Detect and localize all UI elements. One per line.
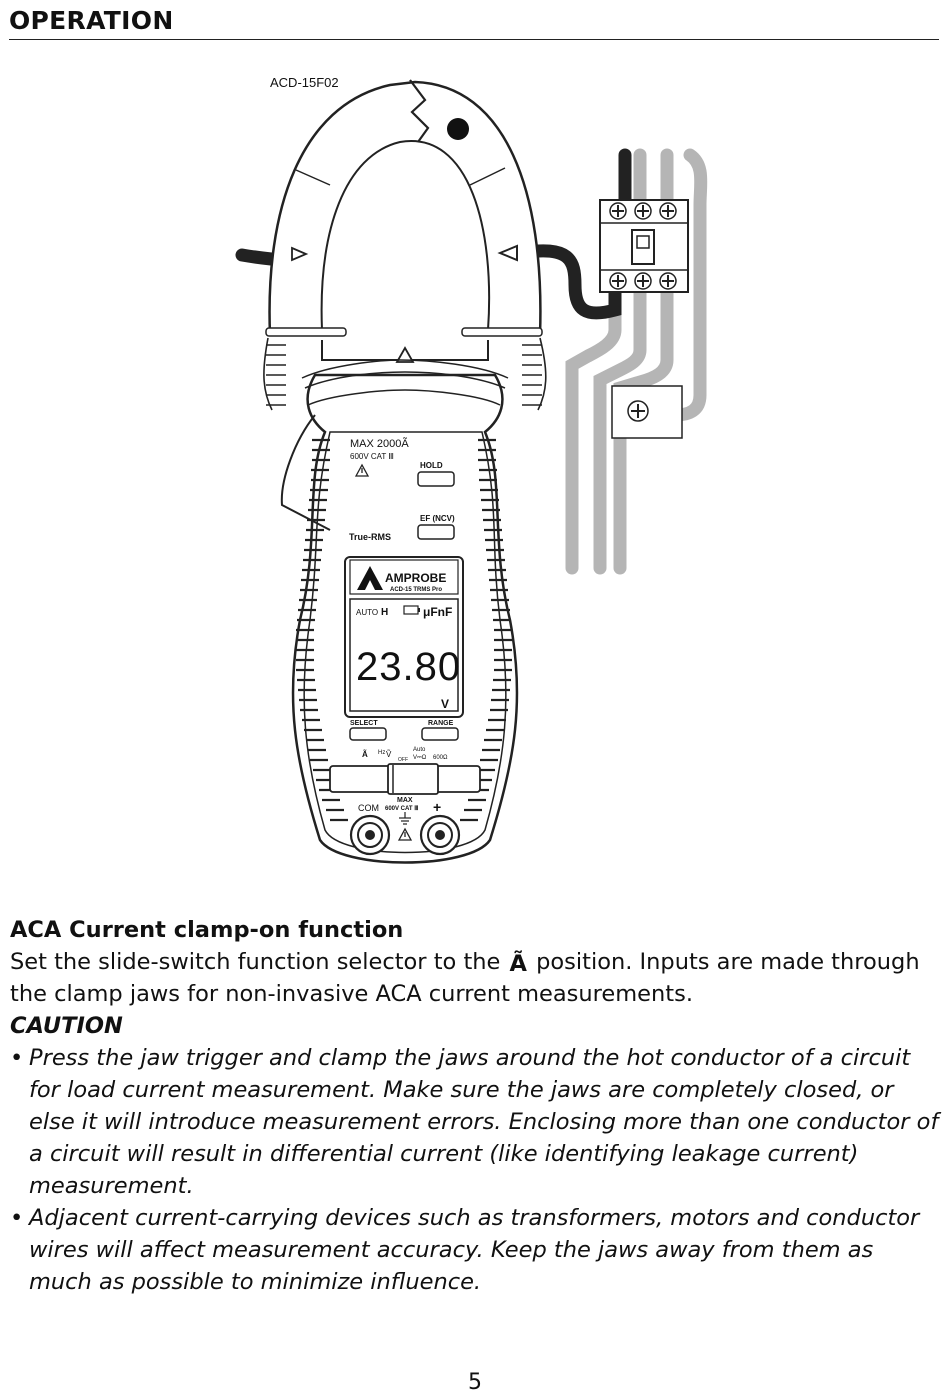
wiring bbox=[235, 148, 708, 575]
bullet-icon: • bbox=[10, 1205, 24, 1231]
switch-position-volts: Ṽ bbox=[386, 750, 392, 759]
true-rms-label: True-RMS bbox=[349, 532, 391, 542]
ef-ncv-button[interactable] bbox=[417, 524, 455, 540]
switch-position-ohm: 600Ω bbox=[433, 755, 448, 761]
clamp-jaw bbox=[263, 79, 547, 411]
lcd-auto-indicator: AUTO bbox=[356, 608, 378, 617]
instruction-text: ACA Current clamp-on function Set the sl… bbox=[10, 914, 940, 1298]
clamp-meter-figure: ACD-15F02 bbox=[0, 60, 950, 890]
hold-button[interactable] bbox=[417, 471, 455, 487]
select-label: SELECT bbox=[350, 720, 378, 727]
brand-name: AMPROBE bbox=[385, 571, 446, 585]
com-jack[interactable] bbox=[349, 814, 391, 856]
caution-item: •Adjacent current-carrying devices such … bbox=[10, 1202, 940, 1298]
caution-label: CAUTION bbox=[10, 1013, 123, 1039]
caution-item: •Press the jaw trigger and clamp the jaw… bbox=[10, 1042, 940, 1202]
positive-terminal-label: + bbox=[433, 799, 441, 815]
function-slide-knob[interactable] bbox=[387, 763, 439, 795]
battery-icon bbox=[403, 605, 420, 615]
intro-text-before: Set the slide-switch function selector t… bbox=[10, 949, 508, 975]
com-terminal-label: COM bbox=[358, 803, 379, 813]
intro-paragraph: Set the slide-switch function selector t… bbox=[10, 946, 940, 1010]
caution-item-text: Press the jaw trigger and clamp the jaws… bbox=[29, 1045, 939, 1199]
range-label: RANGE bbox=[428, 720, 454, 727]
lcd-unit: V bbox=[441, 697, 449, 711]
switch-position-amps: Ã bbox=[362, 750, 368, 759]
terminal-cat-label: 600V CAT Ⅲ bbox=[385, 805, 418, 812]
positive-jack[interactable] bbox=[419, 814, 461, 856]
lcd-unit-indicators: μFnF bbox=[423, 605, 452, 619]
page-number: 5 bbox=[468, 1370, 482, 1395]
caution-list: •Press the jaw trigger and clamp the jaw… bbox=[10, 1042, 940, 1298]
section-title: OPERATION bbox=[9, 6, 174, 35]
clamp-meter-illustration: ACD-15F02 bbox=[235, 75, 708, 864]
max-current-label: MAX 2000Ã bbox=[350, 437, 409, 450]
lcd-hold-indicator: H bbox=[381, 607, 388, 618]
hold-label: HOLD bbox=[420, 461, 443, 470]
switch-position-vohm: V⎓Ω bbox=[413, 755, 427, 761]
lcd-reading: 23.80 bbox=[356, 645, 461, 689]
figure-model-code: ACD-15F02 bbox=[270, 75, 339, 90]
intro-text-after: position. Inputs are made through the cl… bbox=[10, 949, 920, 1007]
ef-ncv-label: EF (NCV) bbox=[420, 514, 455, 523]
terminal-max-label: MAX bbox=[397, 797, 413, 804]
terminal-warning-icon bbox=[397, 827, 413, 841]
switch-position-hz: Hz bbox=[378, 750, 385, 756]
switch-position-auto: Auto bbox=[413, 747, 426, 753]
amprobe-logo-icon bbox=[357, 566, 383, 590]
warning-icon bbox=[354, 463, 370, 477]
cat-rating-label: 600V CAT Ⅲ bbox=[350, 452, 394, 461]
ac-amps-symbol: Ã bbox=[509, 951, 527, 977]
bullet-icon: • bbox=[10, 1045, 24, 1071]
select-button[interactable] bbox=[349, 727, 387, 741]
model-name: ACD-15 TRMS Pro bbox=[390, 587, 442, 593]
caution-item-text: Adjacent current-carrying devices such a… bbox=[29, 1205, 920, 1295]
lcd-screen bbox=[349, 598, 459, 712]
range-button[interactable] bbox=[421, 727, 459, 741]
switch-position-off: OFF bbox=[398, 757, 408, 763]
ground-icon bbox=[399, 812, 411, 825]
section-header: OPERATION bbox=[9, 6, 939, 40]
circuit-breaker bbox=[599, 199, 689, 439]
subheading: ACA Current clamp-on function bbox=[10, 917, 404, 943]
